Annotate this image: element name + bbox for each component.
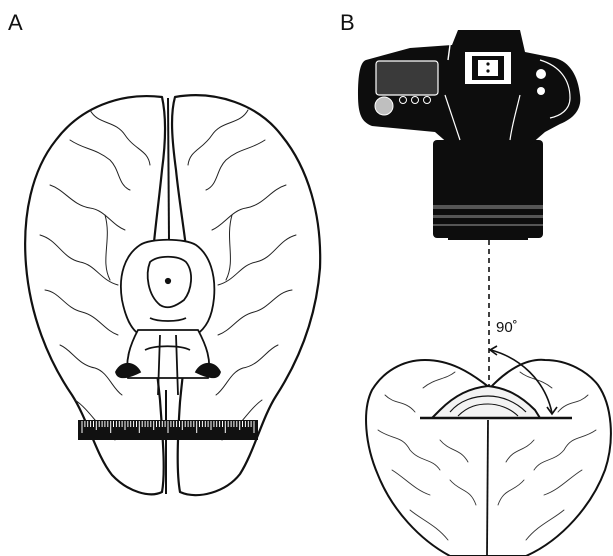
brain-icon: [366, 360, 611, 556]
ruler-icon: [78, 420, 258, 440]
brainstem-structures: [116, 240, 220, 395]
angle-label: 90˚: [496, 319, 518, 336]
camera-icon: [358, 30, 580, 240]
